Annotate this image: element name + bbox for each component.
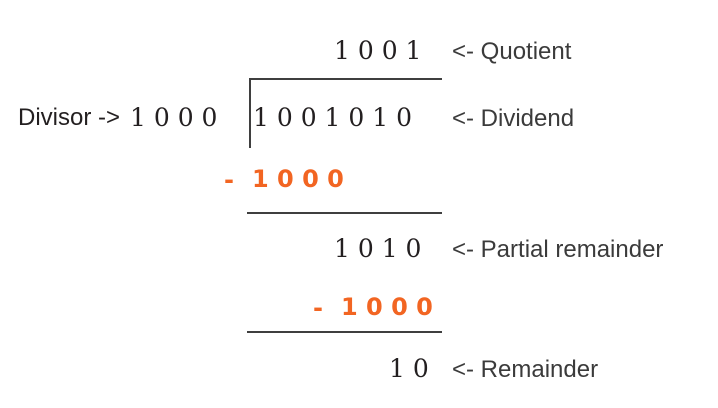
subtraction-rule-2 [247, 331, 442, 333]
dividend-annotation: <- Dividend [452, 105, 575, 132]
remainder-digits: 1 0 [389, 354, 429, 383]
quotient-digits: 1 0 0 1 [334, 36, 422, 65]
partial-remainder-digits: 1 0 1 0 [334, 234, 422, 263]
partial-remainder-annotation: <- Partial remainder [452, 236, 664, 263]
subtract-step-1-digits: 1 0 0 0 [252, 165, 344, 193]
subtract-step-2-sign: - [313, 294, 323, 322]
remainder-annotation: <- Remainder [452, 356, 599, 383]
division-bracket-vertical-rule [249, 78, 251, 148]
quotient-annotation: <- Quotient [452, 38, 572, 65]
subtract-step-2-digits: 1 0 0 0 [341, 293, 433, 321]
divisor-digits: 1 0 0 0 [130, 103, 218, 132]
subtraction-rule-1 [247, 212, 442, 214]
division-bracket-top-rule [249, 78, 442, 80]
dividend-digits: 1 0 0 1 0 1 0 [253, 103, 413, 132]
subtract-step-1-sign: - [224, 166, 234, 194]
divisor-arrow-label: Divisor -> [18, 104, 121, 131]
